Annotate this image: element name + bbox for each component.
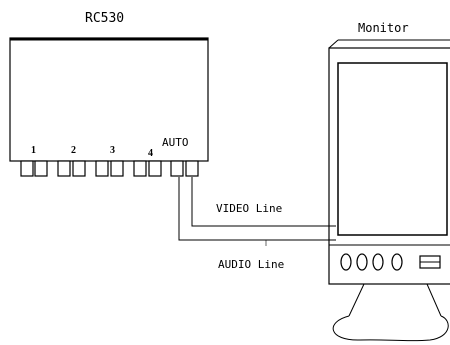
monitor-base: [332, 315, 449, 342]
video-cable: [191, 177, 336, 227]
connector: [110, 160, 124, 177]
monitor-knob: [340, 253, 352, 271]
connector-pair-auto: [170, 160, 199, 177]
connector: [20, 160, 34, 177]
monitor-stand-left: [348, 283, 365, 317]
port-label-1: 1: [31, 145, 36, 156]
connector: [34, 160, 48, 177]
auto-label: AUTO: [162, 136, 189, 149]
port-label-2: 2: [71, 145, 76, 156]
port-label-4: 4: [148, 148, 153, 159]
audio-line-label: AUDIO Line: [218, 258, 284, 271]
connector-pair-1: [20, 160, 48, 177]
cables: [178, 177, 336, 246]
monitor-edge: [328, 39, 339, 49]
rc530-device: RC530 1 2 3 4 AUTO: [9, 11, 209, 177]
monitor-screen: [337, 62, 448, 236]
connector: [148, 160, 162, 177]
connector: [72, 160, 86, 177]
monitor: Monitor: [328, 21, 450, 342]
connector: [133, 160, 147, 177]
monitor-knob: [372, 253, 384, 271]
device-name: RC530: [85, 11, 124, 26]
monitor-stand-right: [426, 283, 442, 317]
connector: [57, 160, 71, 177]
monitor-body: [328, 47, 450, 285]
monitor-knob: [356, 253, 368, 271]
connector-pair-2: [57, 160, 86, 177]
monitor-name: Monitor: [358, 21, 409, 35]
port-label-3: 3: [110, 145, 115, 156]
connector: [185, 160, 199, 177]
connector: [95, 160, 109, 177]
connector-pair-3: [95, 160, 124, 177]
monitor-knob: [391, 253, 403, 271]
connector: [170, 160, 184, 177]
audio-cable: [178, 177, 336, 241]
connector-pair-4: [133, 160, 162, 177]
video-line-label: VIDEO Line: [216, 202, 282, 215]
